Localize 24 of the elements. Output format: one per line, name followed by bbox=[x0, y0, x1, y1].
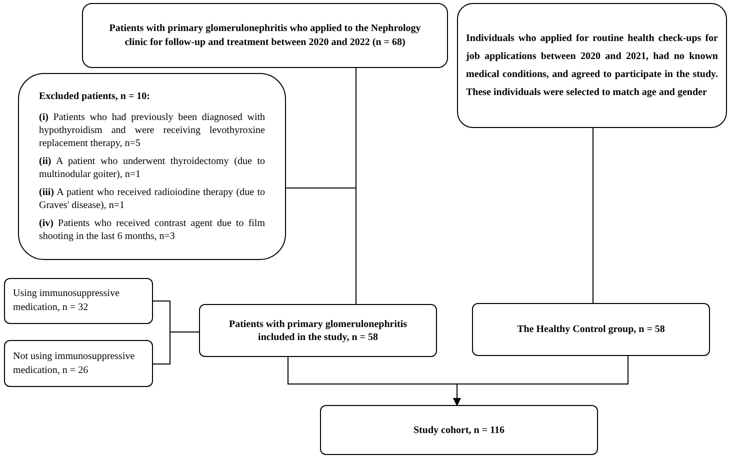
box-text: Patients with primary glomerulonephritis who applied to the Nephrology clinic for follow-up and treatment between 2020 and 2022 (n = 68) bbox=[108, 22, 422, 50]
box-text: (i) Patients who had previously been diagnosed with hypothyroidism and were receiving levothyroxine replacement therapy, n=5 bbox=[39, 111, 265, 150]
box-heading: Excluded patients, n = 10: bbox=[39, 90, 151, 103]
process-box bbox=[4, 340, 153, 387]
process-box bbox=[4, 278, 153, 324]
connector-line bbox=[286, 68, 356, 188]
process-box bbox=[457, 3, 727, 128]
box-text: Patients with primary glomerulonephritis included in the study, n = 58 bbox=[228, 318, 408, 344]
box-text: Study cohort, n = 116 bbox=[414, 424, 504, 438]
connector-line bbox=[152, 332, 200, 364]
process-box bbox=[320, 405, 598, 455]
box-text: Individuals who applied for routine health check-ups for job applications between 2020 and 2021, had no known medical conditions, and agreed to participate in the study. These individuals were selected to match age and gender bbox=[466, 32, 718, 100]
box-text: Using immunosuppressive medication, n = 32 bbox=[13, 287, 120, 315]
process-box bbox=[472, 303, 710, 356]
connector-line bbox=[592, 128, 594, 304]
exclusion-box bbox=[18, 73, 286, 260]
box-text: (iv) Patients who received contrast agent due to film shooting in the last 6 months, n=3 bbox=[39, 217, 265, 243]
arrow bbox=[453, 356, 628, 406]
process-box bbox=[199, 304, 437, 357]
box-text: Not using immunosuppressive medication, n = 26 bbox=[13, 350, 136, 378]
box-text: (ii) A patient who underwent thyroidectomy (due to multinodular goiter), n=1 bbox=[39, 155, 265, 181]
process-box bbox=[82, 3, 448, 68]
box-text: The Healthy Control group, n = 58 bbox=[517, 323, 665, 336]
box-text: (iii) A patient who received radioiodine therapy (due to Graves' disease), n=1 bbox=[39, 186, 265, 212]
